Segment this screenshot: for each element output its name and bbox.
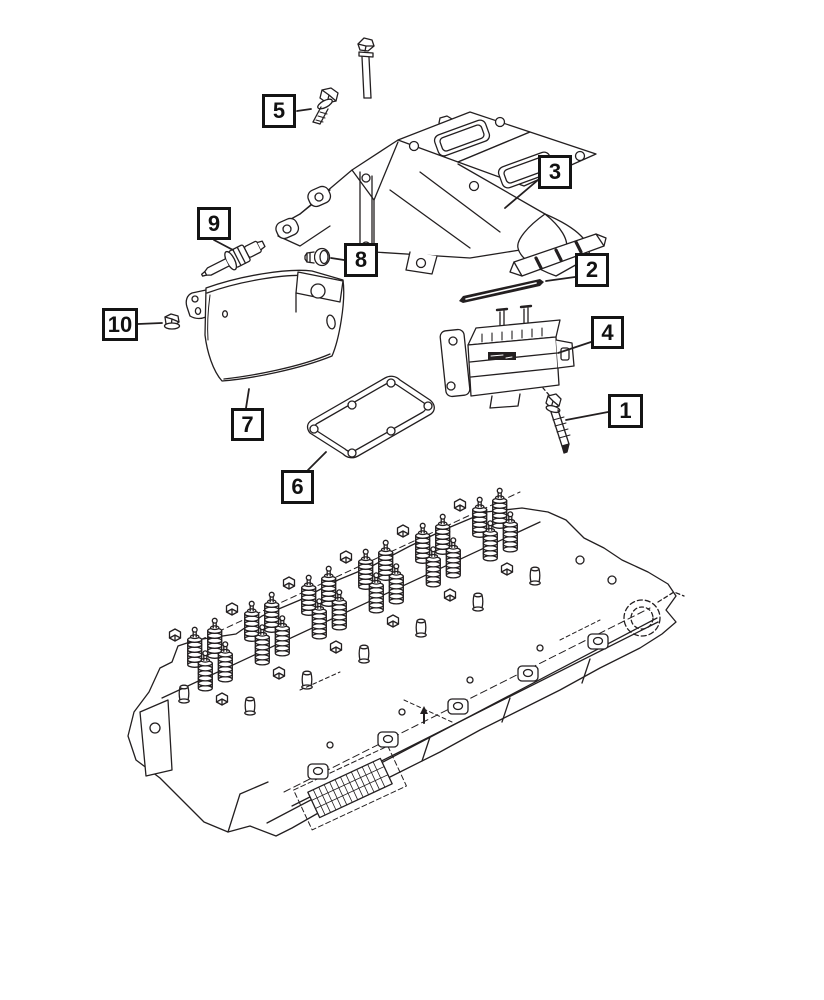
callout-8[interactable]: 8 (344, 243, 378, 277)
flange-bolt-5-drawing (312, 87, 339, 125)
leader-line-1 (565, 411, 609, 421)
heater-bolt-drawing (545, 393, 571, 454)
callout-8-label: 8 (354, 247, 368, 272)
leader-line-10 (137, 322, 163, 325)
leader-line-7 (245, 388, 250, 409)
grid-heater-drawing (439, 304, 575, 409)
callout-4-label: 4 (601, 319, 614, 345)
callout-6-label: 6 (291, 474, 304, 499)
leader-line-9 (213, 239, 234, 251)
plug-drawing (304, 247, 331, 267)
leader-line-3 (504, 179, 539, 209)
leader-line-6 (307, 451, 327, 471)
leader-lines (137, 108, 609, 471)
callout-10-label: 10 (107, 311, 133, 337)
leader-line-4 (557, 341, 592, 354)
manifold-long-bolt-drawing (357, 37, 375, 99)
callout-2-label: 2 (585, 257, 599, 282)
dowel-pin-drawing (459, 279, 544, 303)
callout-7[interactable]: 7 (231, 408, 264, 441)
callout-1[interactable]: 1 (608, 394, 643, 428)
callout-3[interactable]: 3 (538, 155, 572, 189)
intake-manifold-drawing (275, 111, 607, 277)
callout-2[interactable]: 2 (575, 253, 609, 287)
leader-line-8 (330, 257, 345, 261)
callout-3-label: 3 (548, 159, 562, 184)
callout-6[interactable]: 6 (281, 470, 314, 504)
callout-9[interactable]: 9 (197, 207, 231, 240)
callout-10[interactable]: 10 (102, 308, 138, 341)
leader-line-2 (545, 276, 576, 282)
leader-line-5 (296, 108, 312, 112)
temp-sensor-drawing (201, 240, 266, 277)
callout-9-label: 9 (207, 210, 221, 236)
gasket-drawing (306, 375, 435, 459)
cylinder-head-drawing (127, 487, 685, 837)
callout-7-label: 7 (241, 411, 254, 437)
heat-shield-drawing (185, 269, 345, 382)
callout-4[interactable]: 4 (591, 316, 624, 349)
flange-nut-drawing (163, 313, 181, 330)
callout-5[interactable]: 5 (262, 94, 296, 128)
callout-1-label: 1 (619, 398, 632, 423)
callout-5-label: 5 (272, 98, 286, 123)
